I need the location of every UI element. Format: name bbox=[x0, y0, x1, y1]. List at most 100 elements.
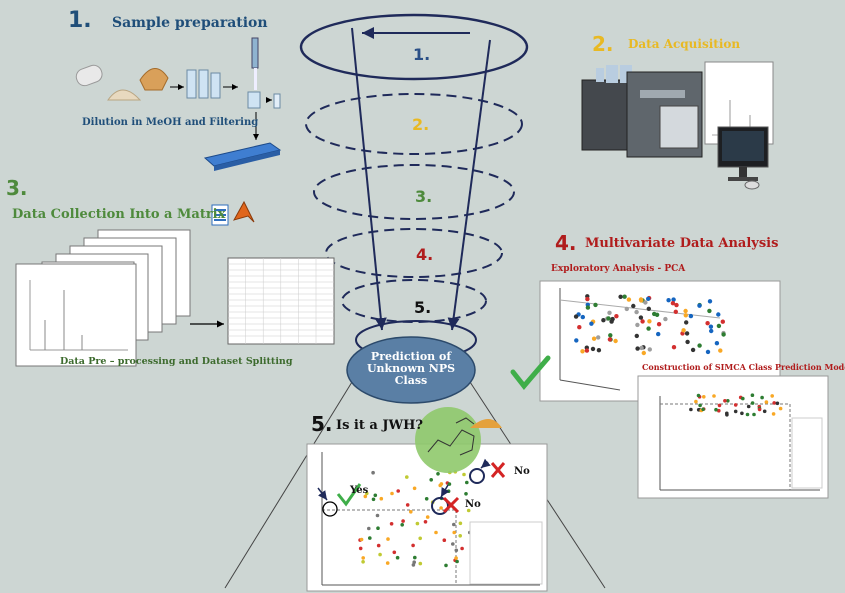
funnel-ring-3 bbox=[313, 164, 515, 220]
plot-dot bbox=[778, 406, 783, 411]
step4-number: 4. bbox=[555, 231, 577, 255]
plot-dot bbox=[638, 315, 644, 320]
plot-dot bbox=[718, 348, 723, 353]
plot-dot bbox=[585, 305, 591, 310]
jwh-plot bbox=[306, 443, 548, 592]
funnel-ring-2 bbox=[305, 93, 523, 155]
plot-dot bbox=[656, 322, 662, 327]
plot-dot bbox=[359, 537, 364, 542]
prediction-line-3: Class bbox=[394, 374, 428, 387]
plot-dot bbox=[367, 526, 371, 531]
plot-dot bbox=[444, 563, 448, 568]
plot-dot bbox=[707, 308, 712, 314]
step3-number: 3. bbox=[6, 176, 28, 200]
plot-dot bbox=[626, 297, 632, 302]
plot-dot bbox=[378, 552, 382, 557]
plot-dot bbox=[639, 345, 644, 351]
plot-dot bbox=[379, 496, 384, 501]
plot-dot bbox=[455, 559, 459, 564]
check-icon bbox=[510, 355, 551, 390]
plot-dot bbox=[733, 403, 738, 407]
plot-dot bbox=[608, 333, 613, 338]
cross-icon bbox=[442, 496, 460, 514]
plot-dot bbox=[683, 313, 688, 318]
plot-dot bbox=[622, 294, 627, 299]
plot-dot bbox=[641, 350, 646, 356]
plot-dot bbox=[760, 395, 764, 400]
plot-dot bbox=[635, 322, 640, 328]
plot-dot bbox=[635, 346, 640, 351]
plot-dot bbox=[376, 526, 380, 530]
step2-title: Data Acquisition bbox=[628, 37, 741, 51]
step1-number: 1. bbox=[68, 8, 92, 33]
plot-dot bbox=[400, 523, 405, 527]
plot-dot bbox=[580, 314, 585, 320]
plot-dot bbox=[593, 302, 598, 308]
plot-dot bbox=[702, 395, 706, 399]
plot-dot bbox=[770, 394, 774, 398]
step3-caption: Data Pre – processing and Dataset Splitt… bbox=[60, 356, 293, 367]
plot-dot bbox=[458, 534, 463, 538]
plot-dot bbox=[705, 321, 710, 326]
plot-dot bbox=[638, 297, 644, 302]
vial-icon bbox=[186, 69, 221, 99]
plot-dot bbox=[601, 318, 606, 323]
plot-dot bbox=[446, 489, 451, 494]
monitor-icon bbox=[717, 126, 769, 190]
pills-icon bbox=[75, 64, 103, 87]
plot-dot bbox=[643, 300, 648, 305]
plot-dot bbox=[690, 347, 696, 353]
plot-dot bbox=[684, 331, 690, 336]
bread-sample-icon bbox=[139, 68, 169, 91]
step2-number: 2. bbox=[592, 32, 614, 56]
plot-dot bbox=[584, 348, 590, 353]
plot-dot bbox=[361, 560, 365, 564]
plot-dot bbox=[418, 561, 423, 566]
simca-subtitle: Construction of SIMCA Class Prediction M… bbox=[642, 362, 845, 372]
plot-dot bbox=[411, 563, 416, 567]
plot-dot bbox=[618, 294, 623, 299]
plot-dot bbox=[573, 314, 579, 319]
plot-dot bbox=[454, 556, 458, 560]
plot-dot bbox=[681, 328, 686, 333]
powder-icon bbox=[107, 89, 142, 101]
plot-dot bbox=[389, 522, 394, 526]
data-matrix bbox=[227, 257, 335, 345]
spectra-stack bbox=[15, 229, 191, 367]
plot-dot bbox=[412, 560, 417, 564]
plot-dot bbox=[640, 319, 645, 324]
plot-dot bbox=[395, 555, 400, 560]
plot-dot bbox=[425, 515, 430, 519]
plot-dot bbox=[771, 412, 776, 416]
step5-title: Is it a JWH? bbox=[336, 418, 423, 433]
step1-title: Sample preparation bbox=[112, 15, 268, 31]
plot-dot bbox=[363, 494, 368, 499]
well-plate-icon bbox=[203, 142, 282, 171]
plot-dot bbox=[671, 297, 676, 302]
plot-dot bbox=[752, 412, 756, 417]
plot-dot bbox=[745, 412, 750, 417]
plot-dot bbox=[589, 321, 594, 326]
plot-dot bbox=[634, 309, 639, 315]
plot-dot bbox=[709, 328, 714, 334]
plot-dot bbox=[607, 310, 612, 315]
plot-dot bbox=[750, 393, 755, 398]
step3-title: Data Collection Into a Matrix bbox=[12, 207, 226, 222]
no-label-2: No bbox=[514, 466, 530, 477]
plot-dot bbox=[733, 409, 738, 414]
plot-dot bbox=[585, 296, 590, 302]
plot-dot bbox=[577, 325, 582, 330]
plot-dot bbox=[429, 478, 434, 482]
funnel-level-3: 3. bbox=[415, 187, 433, 206]
zoom-line-left bbox=[224, 381, 353, 589]
plot-dot bbox=[705, 349, 711, 355]
excel-icon bbox=[211, 204, 229, 226]
plot-dot bbox=[580, 349, 585, 354]
plot-dot bbox=[701, 407, 705, 412]
plot-dot bbox=[717, 408, 721, 413]
plot-dot bbox=[361, 556, 366, 560]
plot-dot bbox=[596, 335, 601, 340]
molecule-icon bbox=[415, 407, 502, 473]
